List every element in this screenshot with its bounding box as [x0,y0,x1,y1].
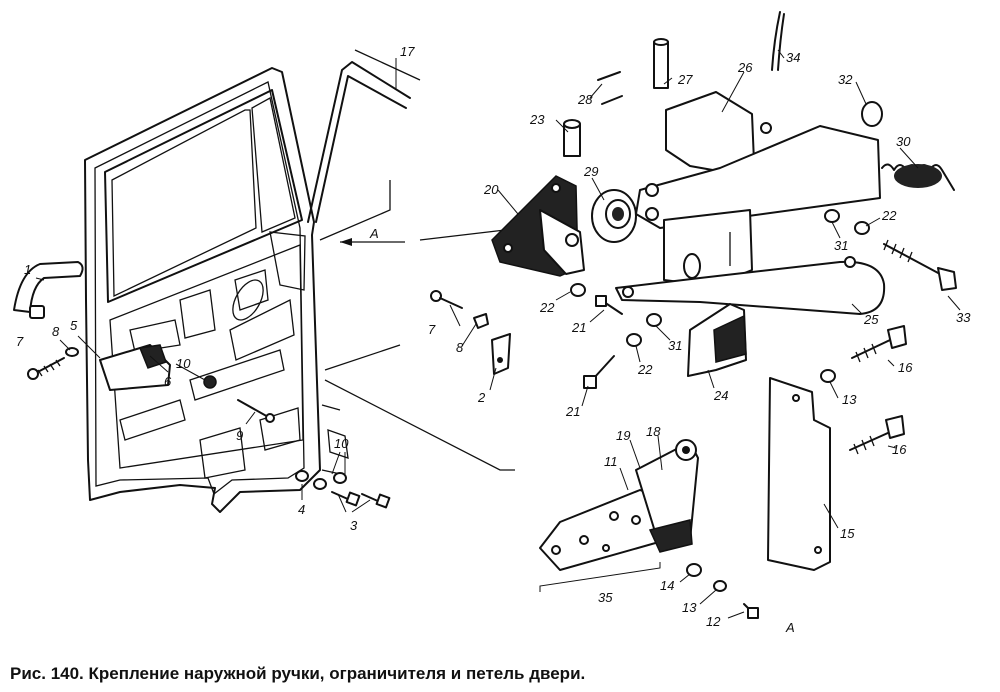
callout-2: 2 [477,390,486,405]
washer-8-left [65,347,79,357]
washer-22-upper [854,221,870,235]
callout-25: 25 [863,312,879,327]
callout-26: 26 [737,60,753,75]
callout-labels: 1 2 3 4 5 6 7 7 8 8 9 10 10 11 12 13 13 … [16,44,971,635]
bolt-9 [237,399,271,419]
callout-17: 17 [400,44,415,59]
callout-11: 11 [604,454,618,469]
callout-1: 1 [24,262,31,277]
callout-28: 28 [577,92,593,107]
callout-5: 5 [70,318,78,333]
callout-10-right: 10 [334,436,349,451]
roller-29 [591,189,637,243]
washer-8-middle [473,313,489,329]
screws-3-washers-4 [295,470,391,509]
roller-bracket-24 [687,303,747,377]
washer-22-lower [626,333,642,347]
cab-outline [319,49,515,476]
callout-3: 3 [350,518,358,533]
callout-31-lower: 31 [668,338,682,353]
cotter-pin-34 [771,11,785,71]
outside-handle [13,261,84,319]
washer-13-lower [713,580,727,592]
bracket-20 [491,175,585,277]
callout-9: 9 [236,428,243,443]
callout-16-lower: 16 [892,442,907,457]
washer-31-upper [824,209,840,223]
callout-35: 35 [598,590,613,605]
mounting-plate-15 [767,377,831,571]
callout-19: 19 [616,428,630,443]
hinge-body-26 [635,91,881,287]
callout-4: 4 [298,502,305,517]
callout-20: 20 [483,182,499,197]
pin-27 [653,38,669,89]
callout-22-lower: 22 [637,362,653,377]
callout-23: 23 [529,112,545,127]
callout-27: 27 [677,72,693,87]
view-marker-a-label: A [785,620,795,635]
hinge-leaf-11 [539,439,699,571]
door-panel [84,67,321,513]
washer-31-lower [646,313,662,327]
bolt-33 [883,239,957,291]
callout-15: 15 [840,526,855,541]
figure-caption: Рис. 140. Крепление наружной ручки, огра… [10,664,586,683]
callout-24: 24 [713,388,728,403]
callout-10-left: 10 [176,356,191,371]
callout-8-left: 8 [52,324,60,339]
washer-22-left [570,283,586,297]
clips-28 [597,71,623,105]
callout-29: 29 [583,164,598,179]
screw-7-middle [430,290,463,309]
callout-32: 32 [838,72,853,87]
callout-21-upper: 21 [571,320,586,335]
callout-13-lower: 13 [682,600,697,615]
view-marker-a-arrow: A [369,226,379,241]
bushing-23 [563,119,581,157]
washer-14 [686,563,702,577]
door-seal [307,61,411,223]
spring-30 [881,163,955,191]
callout-8-middle: 8 [456,340,464,355]
callout-18: 18 [646,424,661,439]
bushing-32 [861,101,883,127]
bolt-16-lower [849,415,905,455]
callout-34: 34 [786,50,800,65]
retainer-plate-2 [491,333,511,375]
callout-13-upper: 13 [842,392,857,407]
callout-7-middle: 7 [428,322,436,337]
screw-7-left [27,357,65,380]
callout-33: 33 [956,310,971,325]
callout-14: 14 [660,578,674,593]
bolt-16-upper [851,325,907,363]
leader-lines [35,49,961,619]
callout-30: 30 [896,134,911,149]
bolt-21-upper [595,295,623,315]
callout-22-left: 22 [539,300,555,315]
callout-16-upper: 16 [898,360,913,375]
callout-22-upper: 22 [881,208,897,223]
view-a-arrow [340,238,405,246]
washer-13-upper [820,369,836,383]
callout-12: 12 [706,614,721,629]
callout-31-upper: 31 [834,238,848,253]
callout-7-left: 7 [16,334,24,349]
group-bracket-35 [539,562,661,592]
bolt-21-lower [583,355,615,389]
callout-6: 6 [164,374,172,389]
callout-21-lower: 21 [565,404,580,419]
bolt-12 [743,603,759,619]
